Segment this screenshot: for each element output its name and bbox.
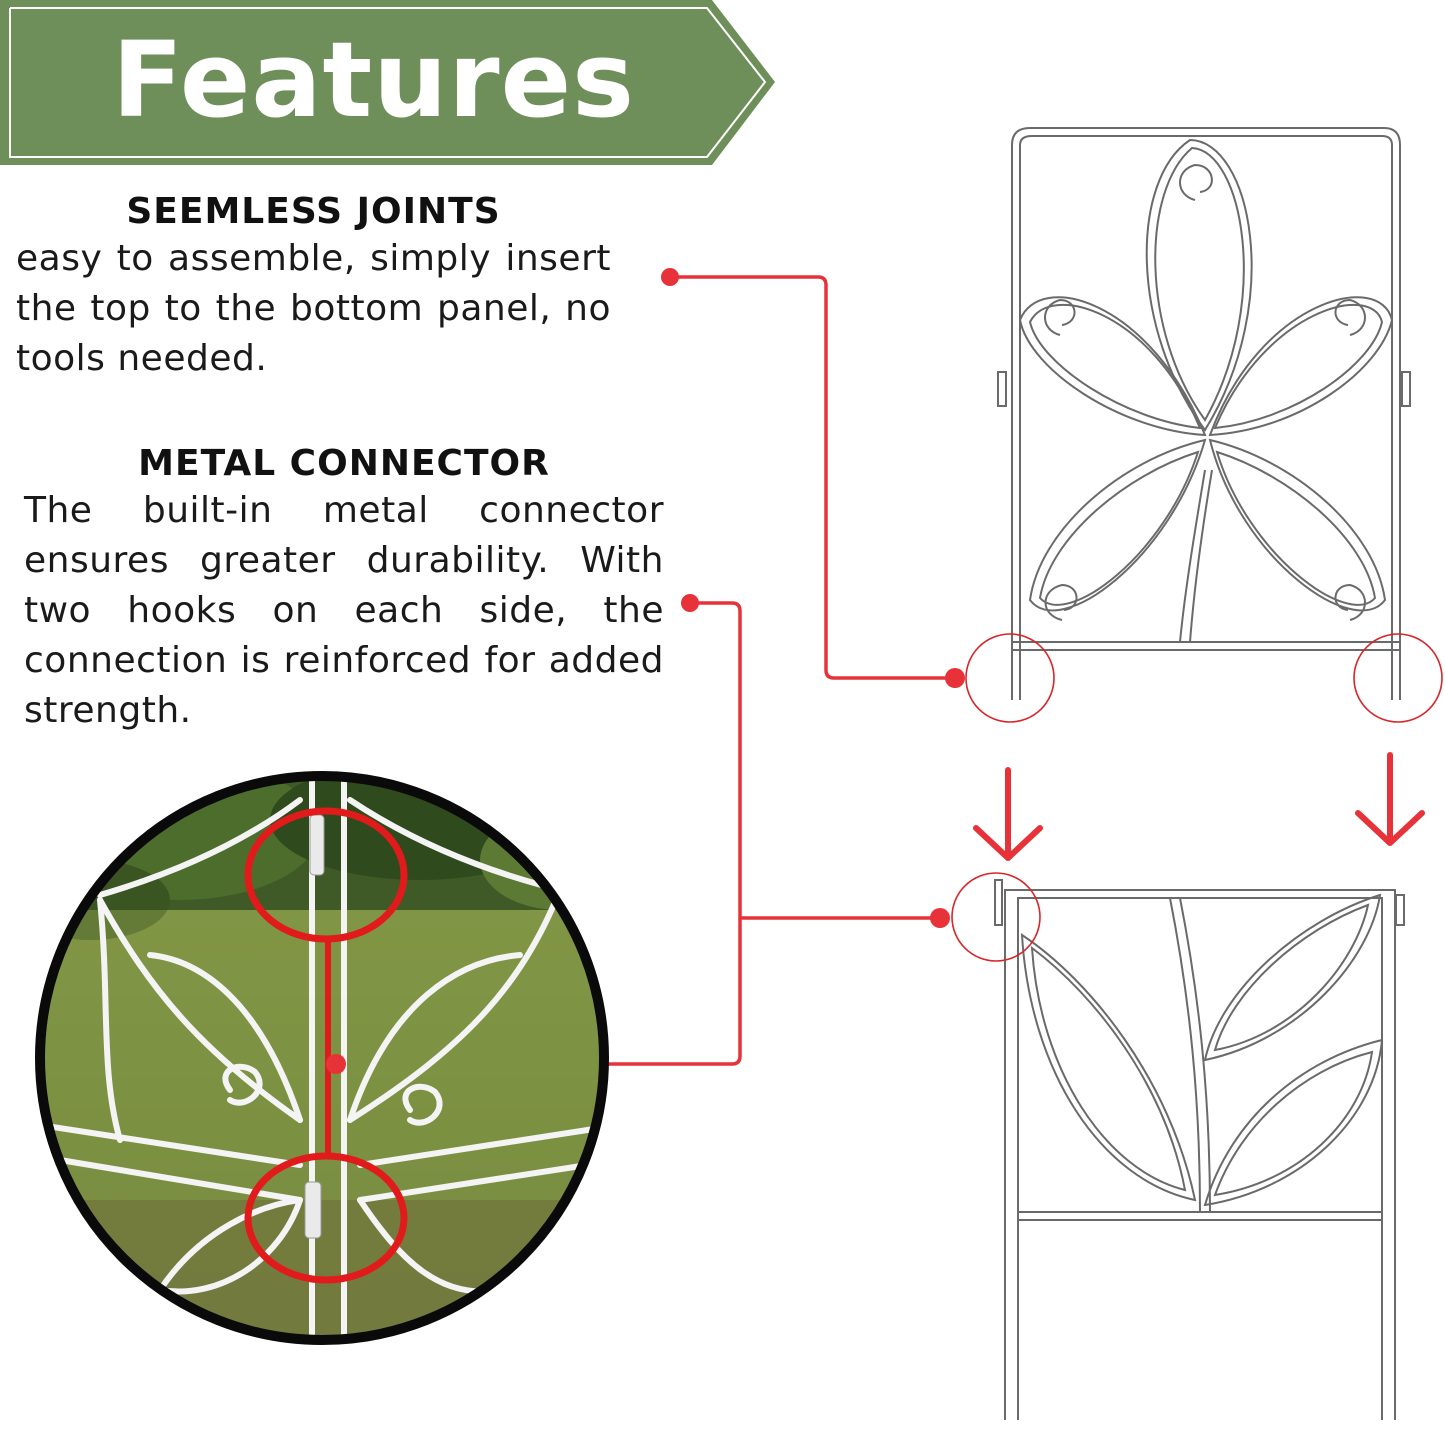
callout-dot-icon xyxy=(681,594,699,612)
callout-line-seamless xyxy=(670,275,955,680)
arrow-down-icon xyxy=(1355,752,1425,846)
feature-heading: METAL CONNECTOR xyxy=(138,443,550,484)
highlight-circle-icon xyxy=(951,633,1443,962)
callout-dot-icon xyxy=(945,668,965,688)
features-banner: Features xyxy=(0,0,780,170)
callout-dot-icon xyxy=(661,268,679,286)
feature-body: The built-in metal connector ensures gre… xyxy=(24,490,664,731)
callout-dot-icon xyxy=(930,908,950,928)
bottom-fence-panel xyxy=(994,879,1405,1420)
arrow-down-icon xyxy=(973,767,1043,861)
feature-heading: SEEMLESS JOINTS xyxy=(126,191,501,232)
photo-frame xyxy=(35,771,609,1345)
feature-body: easy to assemble, simply insert the top … xyxy=(16,238,611,379)
banner-shape xyxy=(0,0,775,165)
banner-title: Features xyxy=(112,19,636,141)
callout-line-connector xyxy=(336,601,940,1066)
feature-metal-connector: METAL CONNECTOR The built-in metal conne… xyxy=(24,442,664,736)
feature-seamless-joints: SEEMLESS JOINTS easy to assemble, simply… xyxy=(16,190,611,384)
top-fence-panel xyxy=(997,127,1411,700)
callout-dot-icon xyxy=(326,1054,346,1074)
